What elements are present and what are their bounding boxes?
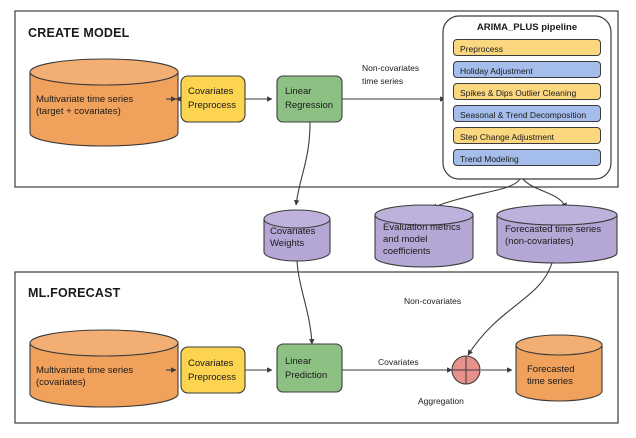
- evaluation-label-line1: Evaluation metrics: [383, 222, 461, 233]
- db-forecasted-noncovariates: [496, 204, 618, 264]
- forecasted-noncov-label-line1: Forecasted time series: [505, 224, 602, 235]
- db-output-label-line1: Forecasted: [527, 364, 575, 375]
- edge-forecasted-noncov-to-aggregation: [467, 262, 553, 356]
- preprocess-train-label-line1: Covariates: [188, 86, 234, 97]
- box-covariates-preprocess-forecast: [180, 346, 246, 394]
- db-train-label-line2: (target + covariates): [36, 106, 121, 117]
- weights-label-line1: Covariates: [270, 226, 316, 237]
- evaluation-label-line3: coefficients: [383, 246, 431, 257]
- aggregation-node: [451, 355, 481, 385]
- pipeline-container: [442, 15, 612, 180]
- box-covariates-preprocess-train: [180, 75, 246, 123]
- forecasted-noncov-label-line2: (non-covariates): [505, 236, 574, 247]
- db-evaluation-metrics: [374, 204, 474, 268]
- edge-weights-to-linear-prediction: [296, 260, 315, 345]
- weights-label-line2: Weights: [270, 238, 305, 249]
- box-linear-prediction: [276, 343, 343, 393]
- db-output-label-line2: time series: [527, 376, 573, 387]
- db-covariates-weights: [263, 209, 331, 262]
- edge-pipeline-to-evaluation-metrics: [431, 178, 521, 209]
- db-multivariate-covariates: [29, 329, 179, 408]
- linear-prediction-label-line1: Linear: [285, 356, 312, 367]
- db-train-label-line1: Multivariate time series: [36, 94, 134, 105]
- preprocess-forecast-label-line1: Covariates: [188, 358, 234, 369]
- db-multivariate-target-covariates: [29, 58, 179, 147]
- linear-regression-label-line1: Linear: [285, 86, 312, 97]
- edge-label-noncovariates-forecast: Non-covariates: [404, 296, 462, 306]
- frame-title-create-model: CREATE MODEL: [28, 26, 130, 40]
- linear-regression-label-line2: Regression: [285, 100, 334, 111]
- preprocess-forecast-label-line2: Preprocess: [188, 372, 237, 383]
- edge-pipeline-to-forecasted-noncov: [522, 178, 567, 209]
- db-forecast-label-line2: (covariates): [36, 377, 86, 388]
- preprocess-train-label-line2: Preprocess: [188, 100, 237, 111]
- db-forecasted-output: [515, 334, 603, 402]
- edge-label-noncovariates-line1: Non-covariates: [362, 63, 420, 73]
- edge-label-noncovariates-line2: time series: [362, 76, 404, 86]
- linear-prediction-label-line2: Prediction: [285, 370, 328, 381]
- edge-regression-to-covariates-weights: [293, 121, 311, 206]
- box-linear-regression: [276, 75, 343, 123]
- db-forecast-label-line1: Multivariate time series: [36, 365, 134, 376]
- edge-label-covariates: Covariates: [378, 357, 419, 367]
- frame-title-ml-forecast: ML.FORECAST: [28, 286, 121, 300]
- evaluation-label-line2: and model: [383, 234, 428, 245]
- aggregation-label: Aggregation: [418, 396, 464, 406]
